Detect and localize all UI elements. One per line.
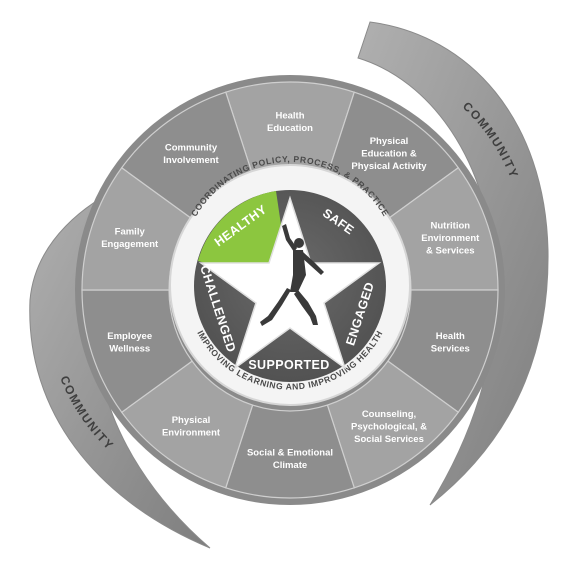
star-shape [198, 195, 382, 370]
segment-label-line: Environment [162, 428, 221, 439]
jumping-figure-icon [260, 224, 324, 326]
segment-label-line: Psychological, & [351, 421, 427, 432]
segment-label-line: Wellness [109, 343, 150, 354]
segment-label-line: Physical [370, 136, 409, 147]
segment-label-line: Nutrition [431, 220, 471, 231]
segment-label-line: Family [115, 227, 146, 238]
segment-label-line: Counseling, [362, 409, 416, 420]
segment-label-line: Services [431, 343, 470, 354]
segment-label-line: Social & Emotional [247, 447, 333, 458]
segment-label-line: Employee [107, 331, 152, 342]
segment-label-line: Social Services [354, 434, 424, 445]
segment-label-4: Counseling,Psychological, & Social Servic… [351, 409, 427, 445]
segment-label-line: Community [165, 142, 218, 153]
segment-label-line: Engagement [101, 239, 159, 250]
star-word-supported: SUPPORTED [248, 358, 329, 372]
segment-label-line: & Services [426, 245, 475, 256]
segment-label-line: Environment [421, 233, 480, 244]
community-band-top [357, 21, 549, 506]
segment-label-line: Climate [273, 460, 307, 471]
segment-label-line: Education [267, 123, 313, 134]
segment-label-line: Health [275, 110, 304, 121]
segment-label-line: Education & [361, 149, 417, 160]
segment-label-line: Physical [172, 415, 211, 426]
segment-label-line: Physical Activity [351, 161, 427, 172]
segment-label-line: Health [436, 331, 465, 342]
segment-label-line: Involvement [163, 155, 219, 166]
